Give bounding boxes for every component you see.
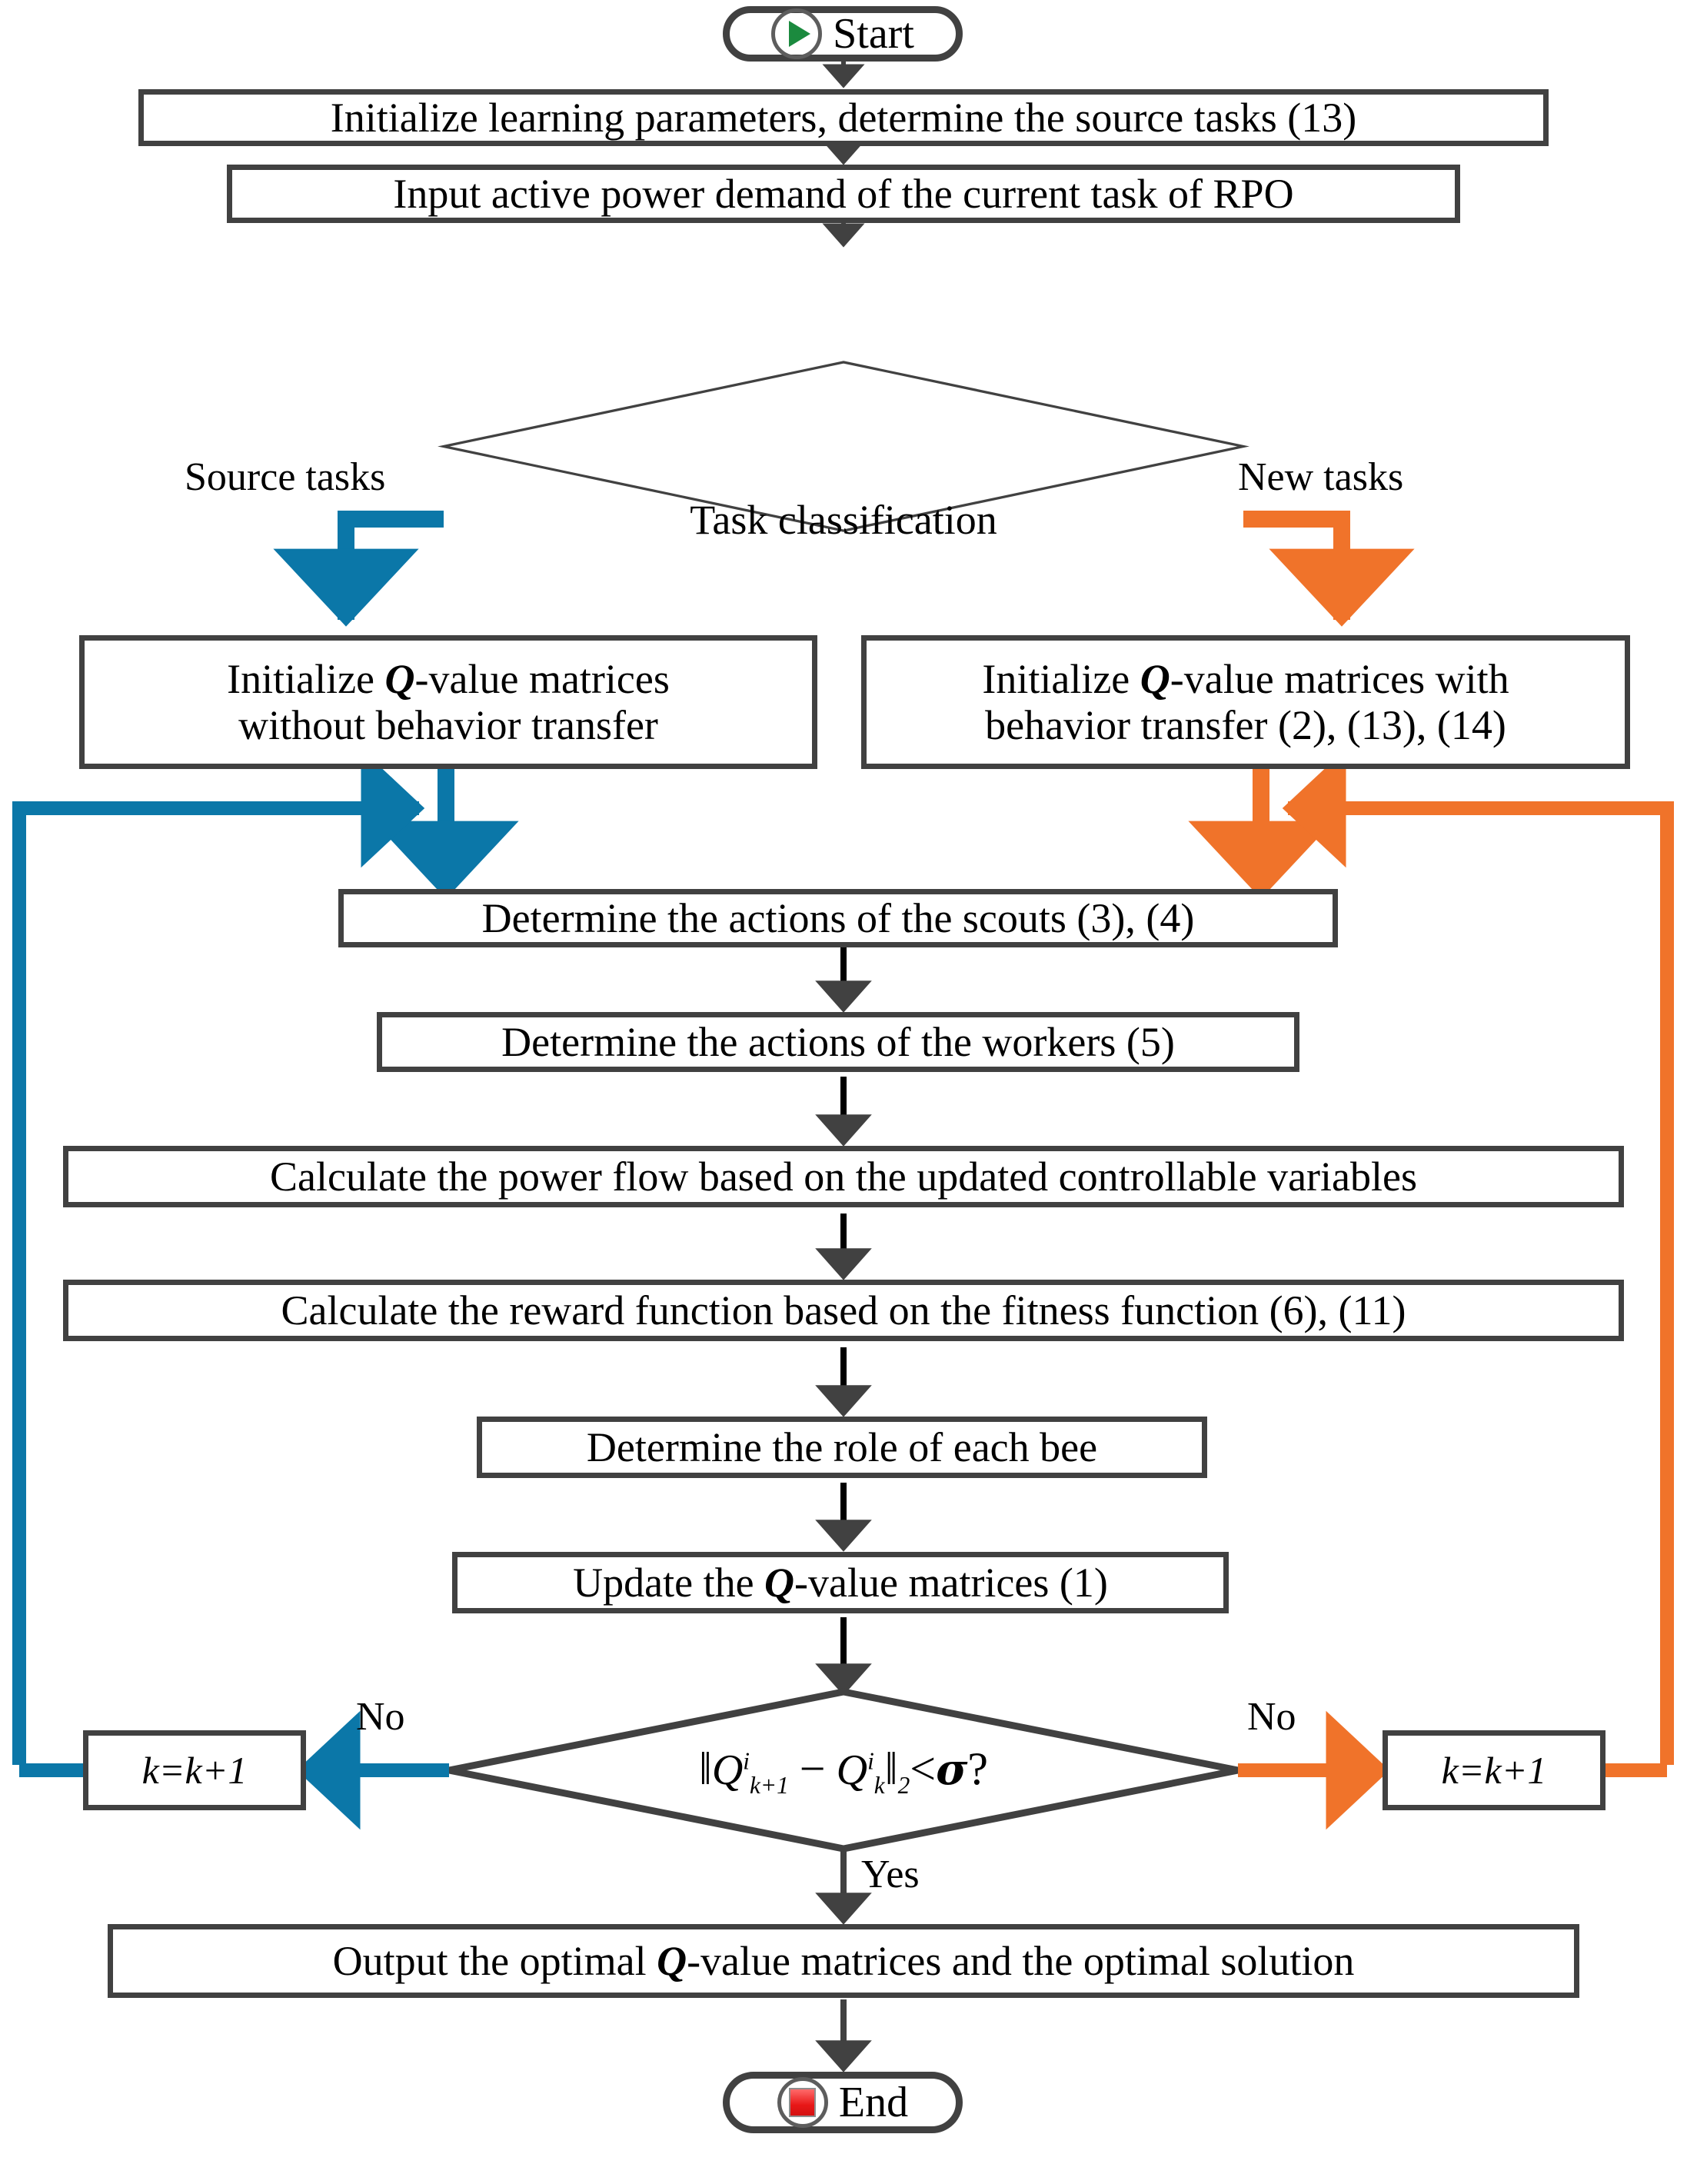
node-input-power-demand-label: Input active power demand of the current… [393, 170, 1294, 217]
node-end-label: End [838, 2079, 909, 2126]
node-init-q-with-transfer-line2: behavior transfer (2), (13), (14) [985, 702, 1506, 748]
stop-icon [777, 2077, 828, 2128]
edge-label-no-left: No [356, 1695, 405, 1739]
node-start[interactable]: Start [723, 6, 963, 62]
play-icon [771, 8, 823, 59]
node-initialize-parameters-label: Initialize learning parameters, determin… [330, 94, 1357, 141]
edge-label-new-tasks: New tasks [1238, 455, 1404, 499]
node-calculate-power-flow-label: Calculate the power flow based on the up… [270, 1153, 1417, 1200]
node-start-label: Start [833, 10, 914, 58]
node-determine-scouts-label: Determine the actions of the scouts (3),… [481, 894, 1195, 941]
q-symbol: Q [384, 655, 415, 702]
node-init-q-with-transfer[interactable]: Initialize Q-value matrices with behavio… [861, 635, 1630, 769]
q-symbol: Q [764, 1559, 795, 1606]
node-update-q-matrices-text: Update the Q-value matrices (1) [573, 1559, 1108, 1606]
node-determine-role[interactable]: Determine the role of each bee [477, 1417, 1207, 1478]
node-init-q-without-transfer-line2: without behavior transfer [238, 702, 658, 748]
node-input-power-demand[interactable]: Input active power demand of the current… [227, 165, 1460, 223]
node-init-q-without-transfer-line1: Initialize Q-value matrices [227, 655, 670, 702]
node-output-optimal-text: Output the optimal Q-value matrices and … [332, 1937, 1355, 1984]
node-initialize-parameters[interactable]: Initialize learning parameters, determin… [138, 89, 1549, 146]
edge-label-source-tasks: Source tasks [185, 455, 386, 499]
node-calculate-reward-label: Calculate the reward function based on t… [281, 1287, 1406, 1333]
node-calculate-power-flow[interactable]: Calculate the power flow based on the up… [63, 1146, 1624, 1207]
edge-classify-source-tasks [273, 511, 444, 627]
node-k-increment-left-label: k=k+1 [141, 1749, 248, 1792]
node-determine-workers[interactable]: Determine the actions of the workers (5) [377, 1012, 1299, 1072]
node-k-increment-left[interactable]: k=k+1 [83, 1730, 306, 1810]
node-determine-role-label: Determine the role of each bee [586, 1423, 1098, 1470]
node-k-increment-right[interactable]: k=k+1 [1383, 1730, 1605, 1810]
node-determine-scouts[interactable]: Determine the actions of the scouts (3),… [338, 889, 1338, 947]
node-calculate-reward[interactable]: Calculate the reward function based on t… [63, 1280, 1624, 1341]
node-determine-workers-label: Determine the actions of the workers (5) [501, 1018, 1175, 1065]
edge-label-yes: Yes [861, 1853, 920, 1896]
node-output-optimal[interactable]: Output the optimal Q-value matrices and … [108, 1924, 1579, 1998]
convergence-formula: ‖Qik+1 − Qik‖2<σ? [698, 1743, 989, 1799]
q-symbol: Q [1140, 655, 1170, 702]
node-task-classification-label: Task classification [690, 497, 997, 543]
edge-label-no-right: No [1247, 1695, 1296, 1739]
node-end[interactable]: End [723, 2072, 963, 2133]
node-update-q-matrices[interactable]: Update the Q-value matrices (1) [452, 1552, 1229, 1613]
q-symbol: Q [657, 1937, 687, 1984]
node-init-q-without-transfer[interactable]: Initialize Q-value matrices without beha… [79, 635, 817, 769]
node-k-increment-right-label: k=k+1 [1441, 1749, 1547, 1792]
node-convergence-condition: ‖Qik+1 − Qik‖2<σ? [613, 1743, 1074, 1799]
edge-classify-new-tasks [1243, 511, 1415, 627]
node-init-q-with-transfer-line1: Initialize Q-value matrices with [982, 655, 1509, 702]
